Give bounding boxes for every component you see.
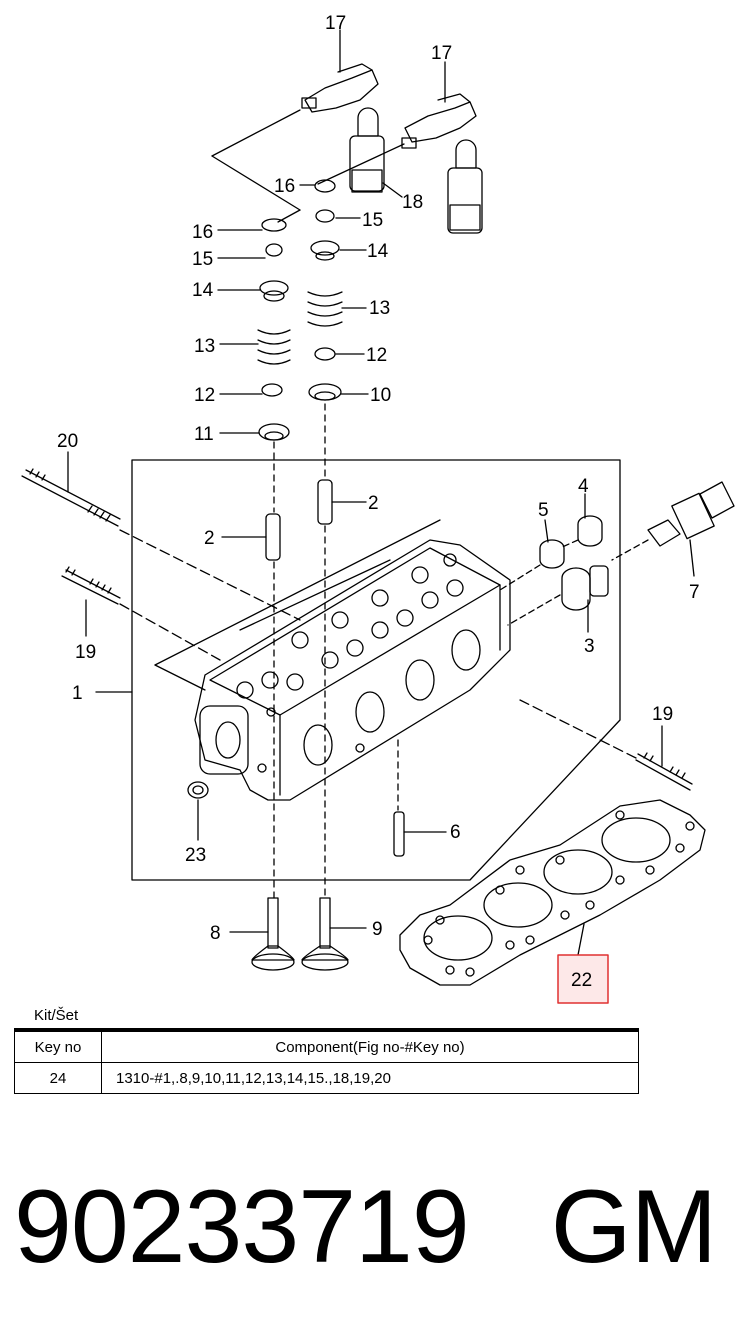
- callout-12: 12: [366, 345, 387, 366]
- callout-2: 2: [368, 493, 379, 514]
- exhaust-valve-9: [301, 897, 349, 971]
- callout-6: 6: [450, 822, 461, 843]
- callout-19: 19: [652, 704, 673, 725]
- header-component: Component(Fig no-#Key no): [101, 1028, 639, 1063]
- callout-14: 14: [192, 280, 214, 301]
- callout-2: 2: [204, 528, 215, 549]
- callout-3: 3: [584, 636, 595, 657]
- callout-15: 15: [362, 210, 383, 231]
- callout-18: 18: [402, 192, 423, 213]
- callout-20: 20: [57, 431, 78, 452]
- callout-12: 12: [194, 385, 215, 406]
- callout-11: 11: [194, 424, 214, 445]
- hydraulic-lifter-right: [447, 139, 483, 234]
- header-key-no: Key no: [14, 1028, 102, 1063]
- callout-16: 16: [192, 222, 213, 243]
- callout-7: 7: [689, 582, 700, 603]
- callout-14: 14: [367, 241, 389, 262]
- table-row: 24 1310-#1,.8,9,10,11,12,13,14,15.,18,19…: [14, 1062, 639, 1094]
- kit-table-header: Key no Component(Fig no-#Key no): [14, 1028, 639, 1063]
- callout-13: 13: [369, 298, 390, 319]
- callout-19: 19: [75, 642, 96, 663]
- head-bolt-20: [21, 468, 121, 527]
- kit-key-no: 24: [14, 1062, 102, 1094]
- callout-16: 16: [274, 176, 295, 197]
- stud-19-left: [61, 566, 121, 605]
- callout-17: 17: [325, 13, 346, 34]
- callout-17: 17: [431, 43, 452, 64]
- callout-10: 10: [370, 385, 391, 406]
- part-number: 90233719: [14, 1169, 470, 1285]
- cylinder-head: [194, 539, 511, 801]
- callout-9: 9: [372, 919, 383, 940]
- callout-5: 5: [538, 500, 549, 521]
- callout-8: 8: [210, 923, 221, 944]
- intake-valve-8: [251, 897, 295, 971]
- kit-table: Key no Component(Fig no-#Key no) 24 1310…: [14, 1028, 639, 1094]
- callout-13: 13: [194, 336, 215, 357]
- exploded-parts-diagram: 17 17 16 18 16 15 15 14 14 13 13 12 12 1…: [21, 13, 735, 1004]
- callout-1: 1: [72, 683, 83, 704]
- rocker-arm-part: [301, 63, 379, 113]
- callout-4: 4: [578, 476, 589, 497]
- brand-name: GM: [550, 1169, 718, 1285]
- callout-23: 23: [185, 845, 206, 866]
- kit-title: Kit/Šet: [34, 1007, 79, 1024]
- stud-19-right: [635, 752, 693, 791]
- callout-labels: 17 17 16 18 16 15 15 14 14 13 13 12 12 1…: [57, 13, 700, 991]
- head-gasket: [399, 799, 706, 986]
- hydraulic-lifter-left: [349, 107, 385, 193]
- callout-22[interactable]: 22: [571, 970, 592, 991]
- part-number-banner: 90233719 GM: [14, 1165, 718, 1290]
- sensor-7: [647, 481, 735, 547]
- callout-15: 15: [192, 249, 213, 270]
- kit-components: 1310-#1,.8,9,10,11,12,13,14,15.,18,19,20: [101, 1062, 639, 1094]
